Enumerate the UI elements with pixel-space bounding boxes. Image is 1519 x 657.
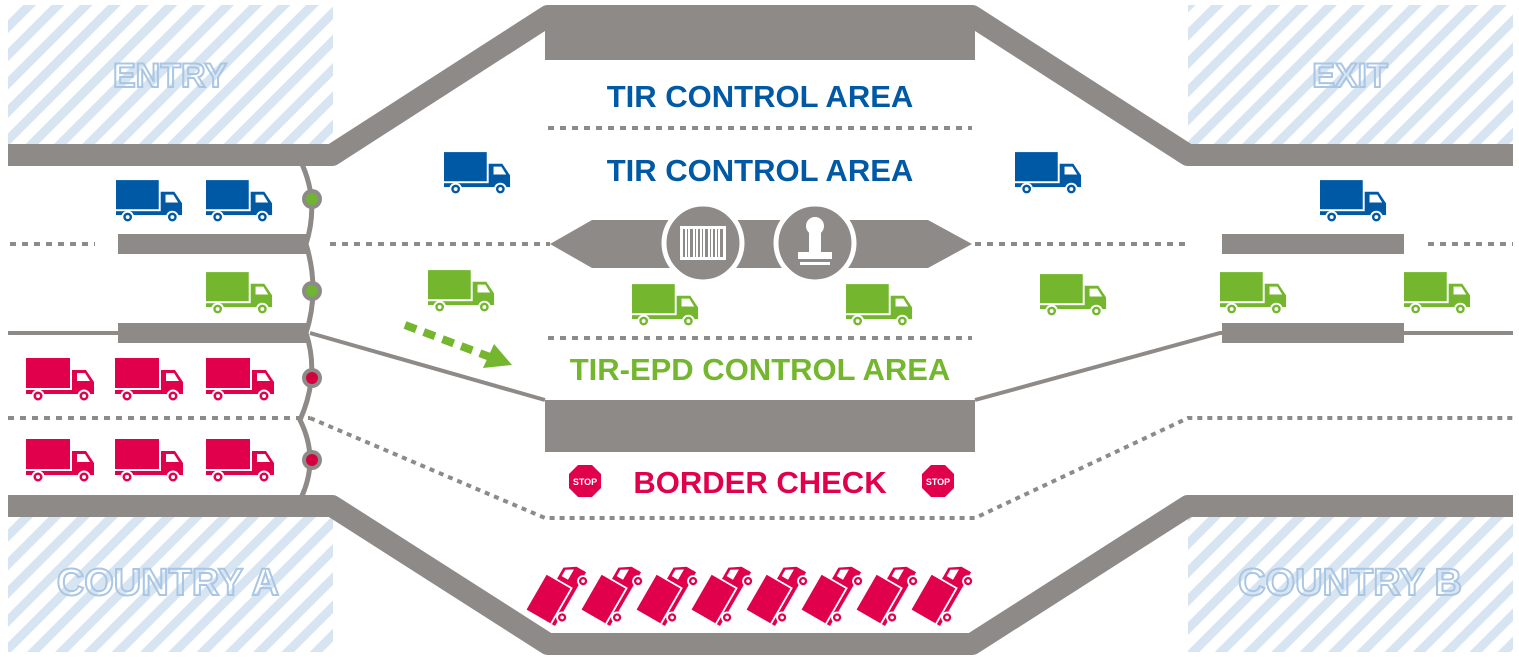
traffic-light-icon — [302, 368, 322, 388]
left-lane-divider-2 — [118, 323, 308, 343]
border-check-queue — [525, 554, 978, 630]
stop-sign-icon: STOP — [569, 465, 601, 497]
stamp-icon — [773, 201, 857, 285]
epd-lane-boundary-right — [974, 331, 1513, 402]
country-a-label: COUNTRY A — [57, 562, 279, 604]
stop-sign-icon: STOP — [922, 465, 954, 497]
truck-icon — [116, 179, 184, 223]
epd-lane-boundary-left — [309, 331, 546, 402]
traffic-light-icon — [302, 281, 322, 301]
traffic-light-icon — [302, 450, 322, 470]
truck-icon — [444, 151, 512, 195]
traffic-light-icon — [302, 189, 322, 209]
tir-epd-control-area-label: TIR-EPD CONTROL AREA — [570, 352, 951, 387]
stop-sign-text: STOP — [573, 477, 597, 487]
country-b-zone — [1188, 515, 1513, 652]
truck-icon — [115, 357, 184, 402]
truck-icon — [1404, 271, 1472, 315]
entry-zone — [8, 5, 333, 145]
tir-control-area-top-label: TIR CONTROL AREA — [607, 79, 914, 114]
truck-icon — [206, 179, 274, 223]
truck-icon — [1220, 271, 1288, 315]
stop-sign-text: STOP — [926, 477, 950, 487]
truck-icon — [206, 438, 275, 483]
top-control-building — [545, 16, 975, 60]
left-lane-divider-1 — [118, 234, 308, 254]
truck-icon — [1015, 151, 1083, 195]
truck-icon — [580, 554, 648, 630]
truck-icon — [855, 554, 923, 630]
checkpoint-barrier — [297, 158, 316, 502]
exit-label: EXIT — [1312, 57, 1388, 95]
truck-icon — [635, 554, 703, 630]
truck-icon — [1320, 179, 1388, 223]
truck-icon — [428, 269, 496, 313]
truck-icon — [525, 554, 593, 630]
barcode-icon — [661, 201, 745, 285]
country-a-zone — [8, 515, 333, 652]
road-bottom-boundary — [8, 495, 1513, 655]
exit-zone — [1188, 5, 1513, 145]
truck-icon — [1040, 273, 1108, 317]
bottom-control-building — [545, 400, 975, 452]
truck-icon — [206, 271, 274, 315]
truck-icon — [632, 283, 700, 327]
truck-icon — [26, 357, 95, 402]
truck-icon — [26, 438, 95, 483]
border-check-label: BORDER CHECK — [633, 465, 887, 500]
truck-icon — [800, 554, 868, 630]
border-check-boundary — [309, 416, 1513, 520]
truck-icon — [690, 554, 758, 630]
tir-control-area-label: TIR CONTROL AREA — [607, 153, 914, 188]
truck-icon — [206, 357, 275, 402]
truck-icon — [115, 438, 184, 483]
epd-direction-arrow — [403, 321, 512, 368]
right-lane-divider-1 — [1222, 234, 1404, 254]
truck-icon — [910, 554, 978, 630]
truck-icon — [745, 554, 813, 630]
country-b-label: COUNTRY B — [1238, 562, 1462, 604]
right-lane-divider-2 — [1222, 323, 1404, 343]
truck-icon — [846, 283, 914, 327]
entry-label: ENTRY — [113, 57, 227, 95]
control-hub — [550, 220, 972, 268]
